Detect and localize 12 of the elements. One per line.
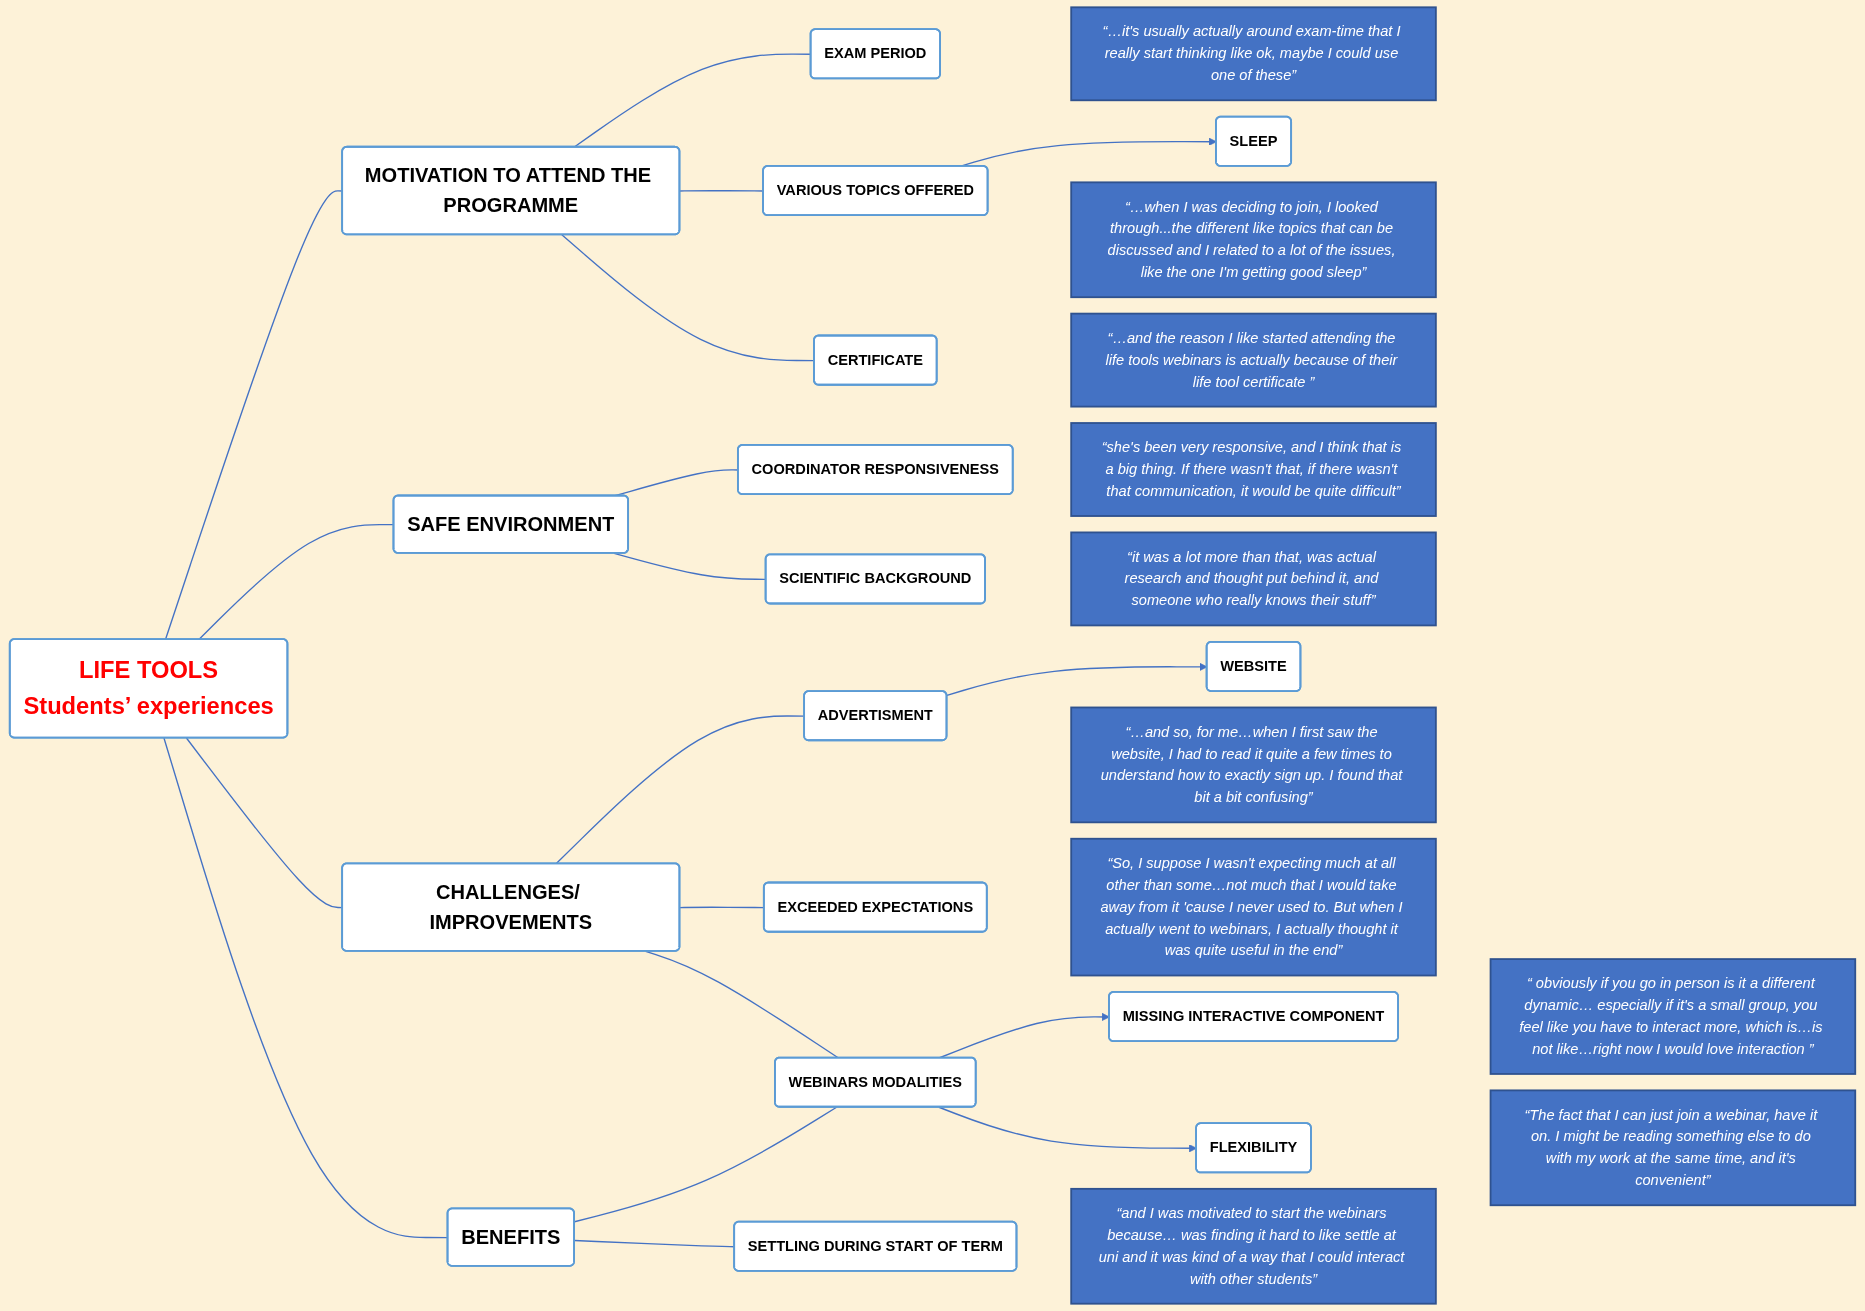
node-box: “The fact that I can just join a webinar, have it on. I might be reading something else to do with my work at the same time, and it's convenient” xyxy=(1489,1089,1857,1207)
node-box: “she's been very responsive, and I think that is a big thing. If there wasn't that, if there wasn't that communication, it would be quite difficult” xyxy=(1070,422,1437,517)
node-box: “…when I was deciding to join, I looked through...the different like topics that can be discussed and I related to a lot of the issues, like the one I'm getting good sleep” xyxy=(1070,181,1437,299)
node-box: “…and the reason I like started attending the life tools webinars is actually because of their life tool certificate ” xyxy=(1070,312,1437,408)
node-box: “…it's usually actually around exam-time that I really start thinking like ok, maybe I could use one of these” xyxy=(1070,6,1437,102)
node-box: “and I was motivated to start the webinars because… was finding it hard to like settle at uni and it was kind of a way that I could interact with other students” xyxy=(1070,1187,1437,1305)
node-box: “it was a lot more than that, was actual research and thought put behind it, and someone who really knows their stuff” xyxy=(1070,531,1437,627)
node-box: “So, I suppose I wasn't expecting much at all other than some…not much that I would take away from it 'cause I never used to. But when I actually went to webinars, I actually thought it was quite useful in the end” xyxy=(1070,837,1437,977)
node-box: “ obviously if you go in person is it a different dynamic… especially if it's a small group, you feel like you have to interact more, which is…is not like…right now I would love interaction ” xyxy=(1489,958,1857,1075)
node-box: “…and so, for me…when I first saw the website, I had to read it quite a few times to understand how to exactly sign up. I found that bit a bit confusing” xyxy=(1070,706,1437,824)
arrow xyxy=(938,1106,1197,1153)
connector xyxy=(644,950,840,1059)
